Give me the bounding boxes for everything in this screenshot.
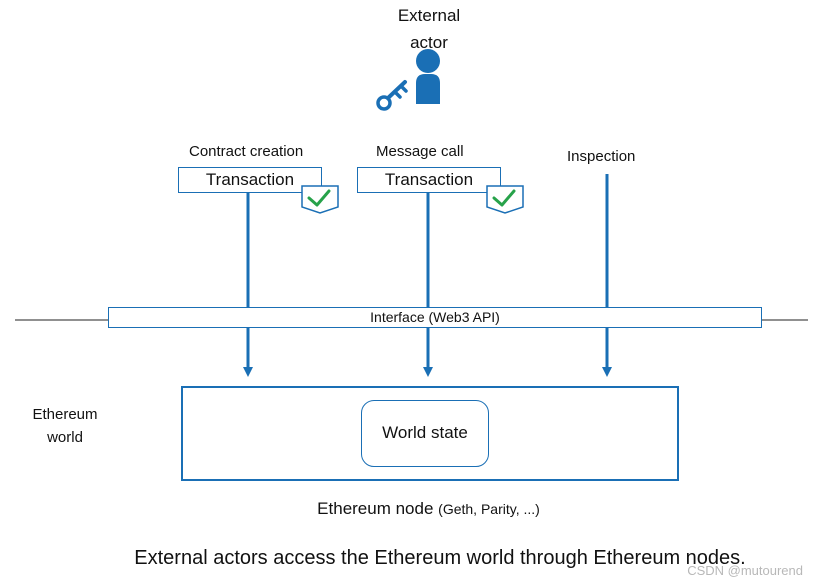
person-icon [416,49,440,104]
ethereum-node-label: Ethereum node (Geth, Parity, ...) [0,499,819,519]
key-icon [376,80,408,111]
ethereum-world-label: Ethereum world [20,403,110,449]
node-name: Ethereum node [317,499,434,518]
transaction-label: Transaction [384,170,474,189]
message-call-label: Message call [376,143,464,160]
node-clients: (Geth, Parity, ...) [438,501,540,517]
contract-creation-label: Contract creation [189,143,304,160]
world-label-line1: Ethereum [32,406,98,423]
transaction-label: Transaction [205,170,295,189]
world-state-box: World state [361,400,489,467]
inspection-label: Inspection [567,148,636,165]
message-call-transaction-box: Transaction [357,167,501,193]
interface-web3-api-box: Interface (Web3 API) [108,307,762,328]
world-label-line2: world [47,429,83,446]
actor-label-line1: External [397,6,461,25]
contract-creation-transaction-box: Transaction [178,167,322,193]
world-state-label: World state [382,423,468,442]
actor-label: External actor [379,2,479,56]
watermark: CSDN @mutourend [687,563,803,578]
figure-caption: External actors access the Ethereum worl… [134,547,746,569]
interface-label: Interface (Web3 API) [370,309,500,325]
actor-label-line2: actor [410,33,448,52]
